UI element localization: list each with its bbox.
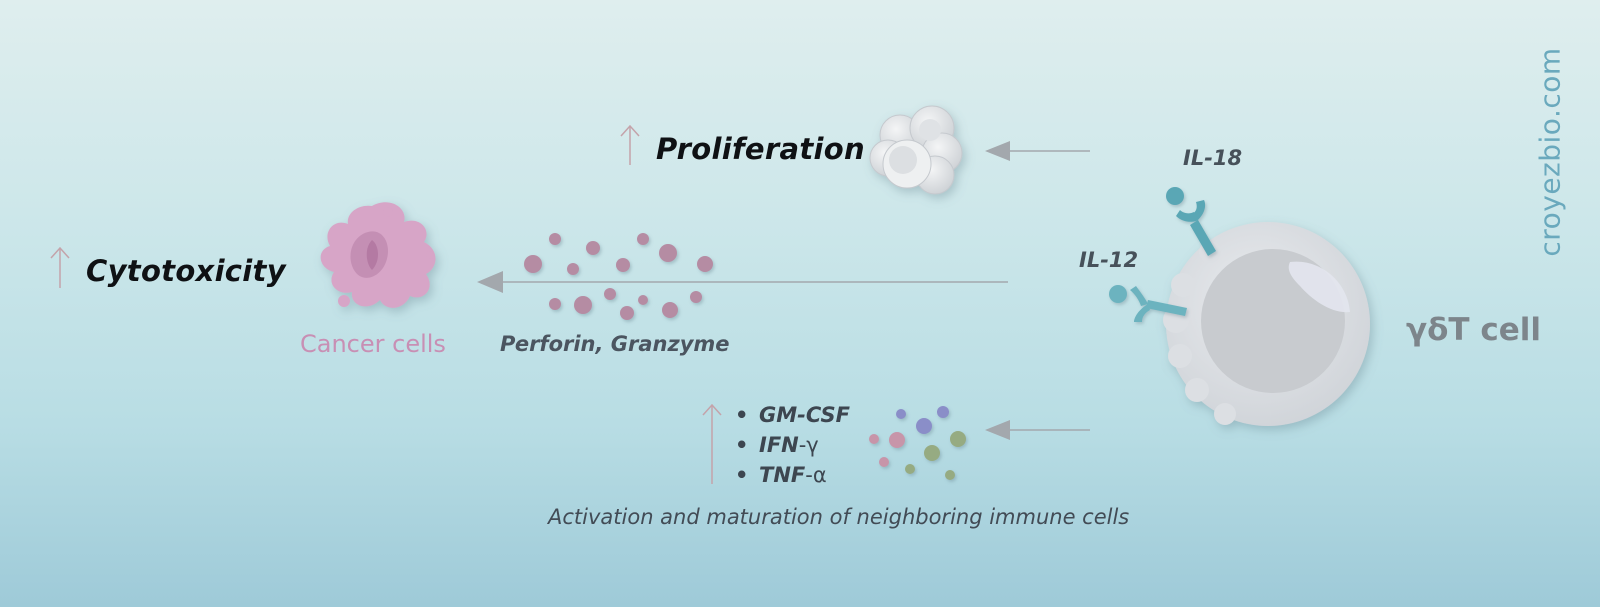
- up-arrow-icon: [702, 403, 722, 484]
- il18-receptor-icon: [1166, 187, 1216, 256]
- cancer-cell-icon: [320, 202, 436, 308]
- cytokine-suffix: -γ: [798, 433, 819, 457]
- perforin-granzyme-label: Perforin, Granzyme: [500, 332, 730, 356]
- cytokine-item: •IFN-γ: [735, 433, 819, 457]
- cytokine-suffix: -α: [805, 463, 827, 487]
- cell-cluster-icon: [869, 105, 963, 195]
- tcell-label: γδT cell: [1406, 312, 1542, 348]
- tcell-icon: [1163, 222, 1370, 426]
- cancer-cells-label: Cancer cells: [300, 330, 446, 358]
- watermark: croyezbio.com: [1533, 47, 1567, 257]
- perforin-granzyme-granules-icon: [524, 233, 713, 320]
- il12-label: IL-12: [1079, 248, 1139, 272]
- arrow-to-cancer-cells: [477, 271, 1008, 293]
- il12-receptor-icon: [1109, 285, 1187, 322]
- up-arrow-icon: [50, 246, 70, 288]
- cytokine-name: GM-CSF: [759, 403, 850, 427]
- cytokine-dots-icon: [869, 406, 966, 480]
- cytokine-item: •TNF-α: [735, 463, 827, 487]
- up-arrow-icon: [620, 124, 640, 165]
- arrow-to-proliferation: [985, 141, 1090, 161]
- cytokine-name: IFN: [759, 433, 799, 457]
- cytokine-item: •GM-CSF: [735, 403, 850, 427]
- il18-label: IL-18: [1183, 146, 1243, 170]
- caption-label: Activation and maturation of neighboring…: [548, 505, 1130, 529]
- cytotoxicity-label: Cytotoxicity: [86, 254, 286, 288]
- cytokine-name: TNF: [759, 463, 806, 487]
- proliferation-label: Proliferation: [656, 132, 865, 166]
- cytokine-list: •GM-CSF •IFN-γ •TNF-α: [735, 400, 850, 490]
- arrow-to-cytokines: [985, 420, 1090, 440]
